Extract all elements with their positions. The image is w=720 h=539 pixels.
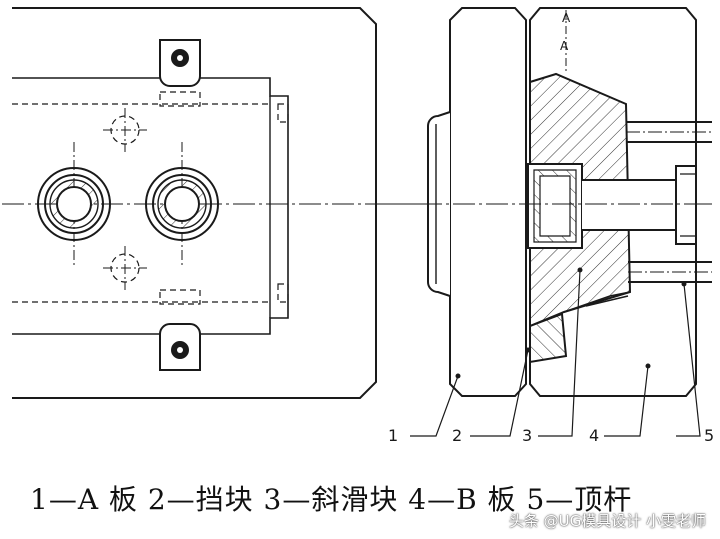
leader-lines	[410, 269, 701, 437]
callout-4: 4	[589, 426, 599, 445]
ejector-pin-bottom	[628, 261, 712, 283]
bushing-right	[145, 167, 219, 241]
callout-1: 1	[388, 426, 398, 445]
legend-caption: 1—A 板 2—挡块 3—斜滑块 4—B 板 5—顶杆	[30, 483, 633, 516]
a-mark-top: A	[562, 11, 571, 25]
slot-outline	[12, 77, 289, 335]
plate-outline	[12, 7, 377, 399]
clamp-top	[159, 39, 201, 87]
clamp-bottom	[159, 323, 201, 371]
a-plate	[449, 7, 527, 397]
watermark: 头条 @UG模具设计 小雯老师	[508, 512, 706, 530]
a-mark-mid: A	[560, 39, 569, 53]
section-view	[420, 7, 712, 397]
callout-3: 3	[522, 426, 532, 445]
ejector-pin-top	[626, 121, 712, 143]
callout-2: 2	[452, 426, 462, 445]
callout-5: 5	[704, 426, 714, 445]
mold-drawing: A A 1 2 3 4 5	[2, 7, 714, 445]
core-pin	[582, 179, 677, 231]
bushing-left	[37, 167, 111, 241]
